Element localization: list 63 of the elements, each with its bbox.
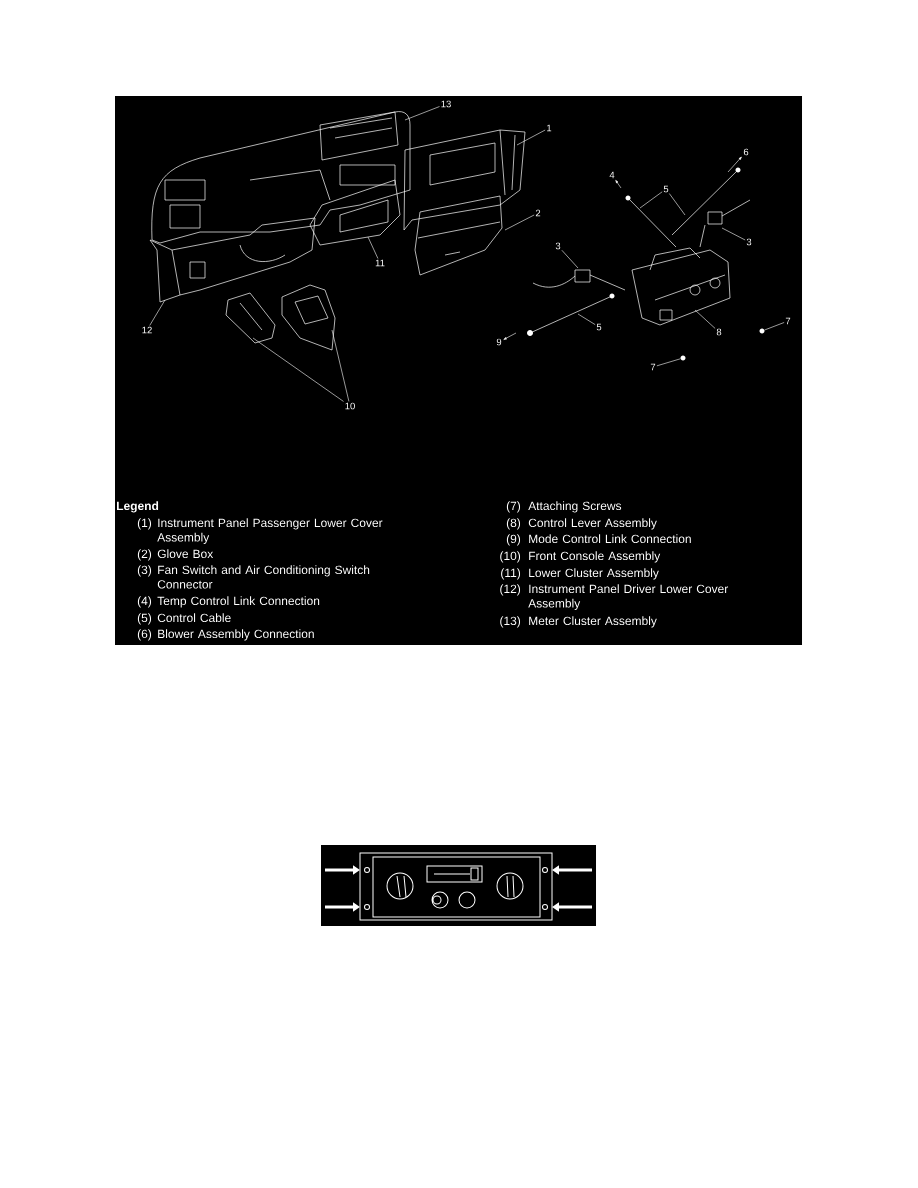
- leader-line: [669, 193, 686, 216]
- leader-line: [764, 322, 785, 331]
- callout-number: 10: [345, 402, 355, 410]
- legend-text: Blower Assembly Connection: [158, 629, 314, 641]
- leader-line: [561, 249, 579, 269]
- legend-number: (1): [137, 518, 152, 530]
- legend-text: Meter Cluster Assembly: [529, 616, 657, 628]
- callout-number: 9: [496, 338, 502, 346]
- callout-number: 11: [375, 259, 385, 267]
- legend-number: (9): [506, 534, 521, 546]
- legend-number: (10): [500, 551, 521, 563]
- leader-line: [504, 214, 535, 231]
- legend-text: Glove Box: [157, 549, 214, 559]
- callout-number: 3: [555, 242, 561, 250]
- callout-number: 7: [785, 317, 791, 325]
- legend-number: (7): [506, 501, 521, 513]
- legend-text: Front Console Assembly: [529, 551, 661, 563]
- leader-line: [404, 106, 440, 121]
- callout-number: 7: [650, 363, 656, 371]
- leader-line: [149, 299, 166, 326]
- leader-line: [252, 337, 344, 402]
- leader-line: [516, 129, 546, 146]
- callout-number: 5: [596, 323, 602, 331]
- callout-number: 6: [743, 148, 749, 156]
- screw: [759, 328, 765, 334]
- callout-number: 4: [609, 171, 615, 179]
- leader-line: [656, 358, 681, 367]
- legend-text: Attaching Screws: [528, 501, 622, 513]
- leader-line: [721, 227, 746, 241]
- legend-number: (4): [137, 596, 152, 608]
- callout-number: 8: [716, 328, 722, 336]
- legend-text: Temp Control Link Connection: [157, 596, 320, 608]
- callout-number: 3: [746, 238, 752, 246]
- arrow: [615, 180, 622, 189]
- leader-line: [577, 313, 596, 325]
- leader-line: [331, 329, 350, 402]
- callout-number: 1: [547, 124, 552, 132]
- legend-number: (2): [137, 549, 152, 561]
- legend-number: (13): [500, 616, 521, 628]
- arrow: [727, 156, 742, 173]
- legend-text: Mode Control Link Connection: [529, 534, 691, 544]
- legend-number: (8): [506, 518, 521, 530]
- leader-line: [694, 309, 716, 329]
- callout-number: 13: [441, 100, 451, 108]
- legend-text: Control Lever Assembly: [528, 518, 657, 530]
- legend-number: (3): [137, 565, 152, 577]
- legend-text: Control Cable: [157, 613, 231, 623]
- legend-heading: Legend: [117, 501, 159, 513]
- callout-number: 12: [142, 326, 152, 334]
- legend-text: Lower Cluster Assembly: [529, 568, 659, 580]
- callout-number: 2: [535, 209, 541, 217]
- legend-number: (12): [500, 584, 521, 596]
- screw: [680, 355, 686, 361]
- arrow: [503, 332, 517, 340]
- legend-text: Instrument Panel Passenger Lower Cover Assembly: [157, 518, 383, 544]
- callout-number: 5: [663, 185, 669, 193]
- leader-line: [367, 236, 379, 259]
- legend-number: (11): [501, 568, 521, 580]
- legend-text: Fan Switch and Air Conditioning Switch Connector: [157, 565, 370, 589]
- legend-number: (5): [137, 613, 152, 625]
- legend-number: (6): [137, 629, 152, 641]
- leader-line: [639, 191, 663, 209]
- legend-text: Instrument Panel Driver Lower Cover Assembly: [528, 584, 729, 610]
